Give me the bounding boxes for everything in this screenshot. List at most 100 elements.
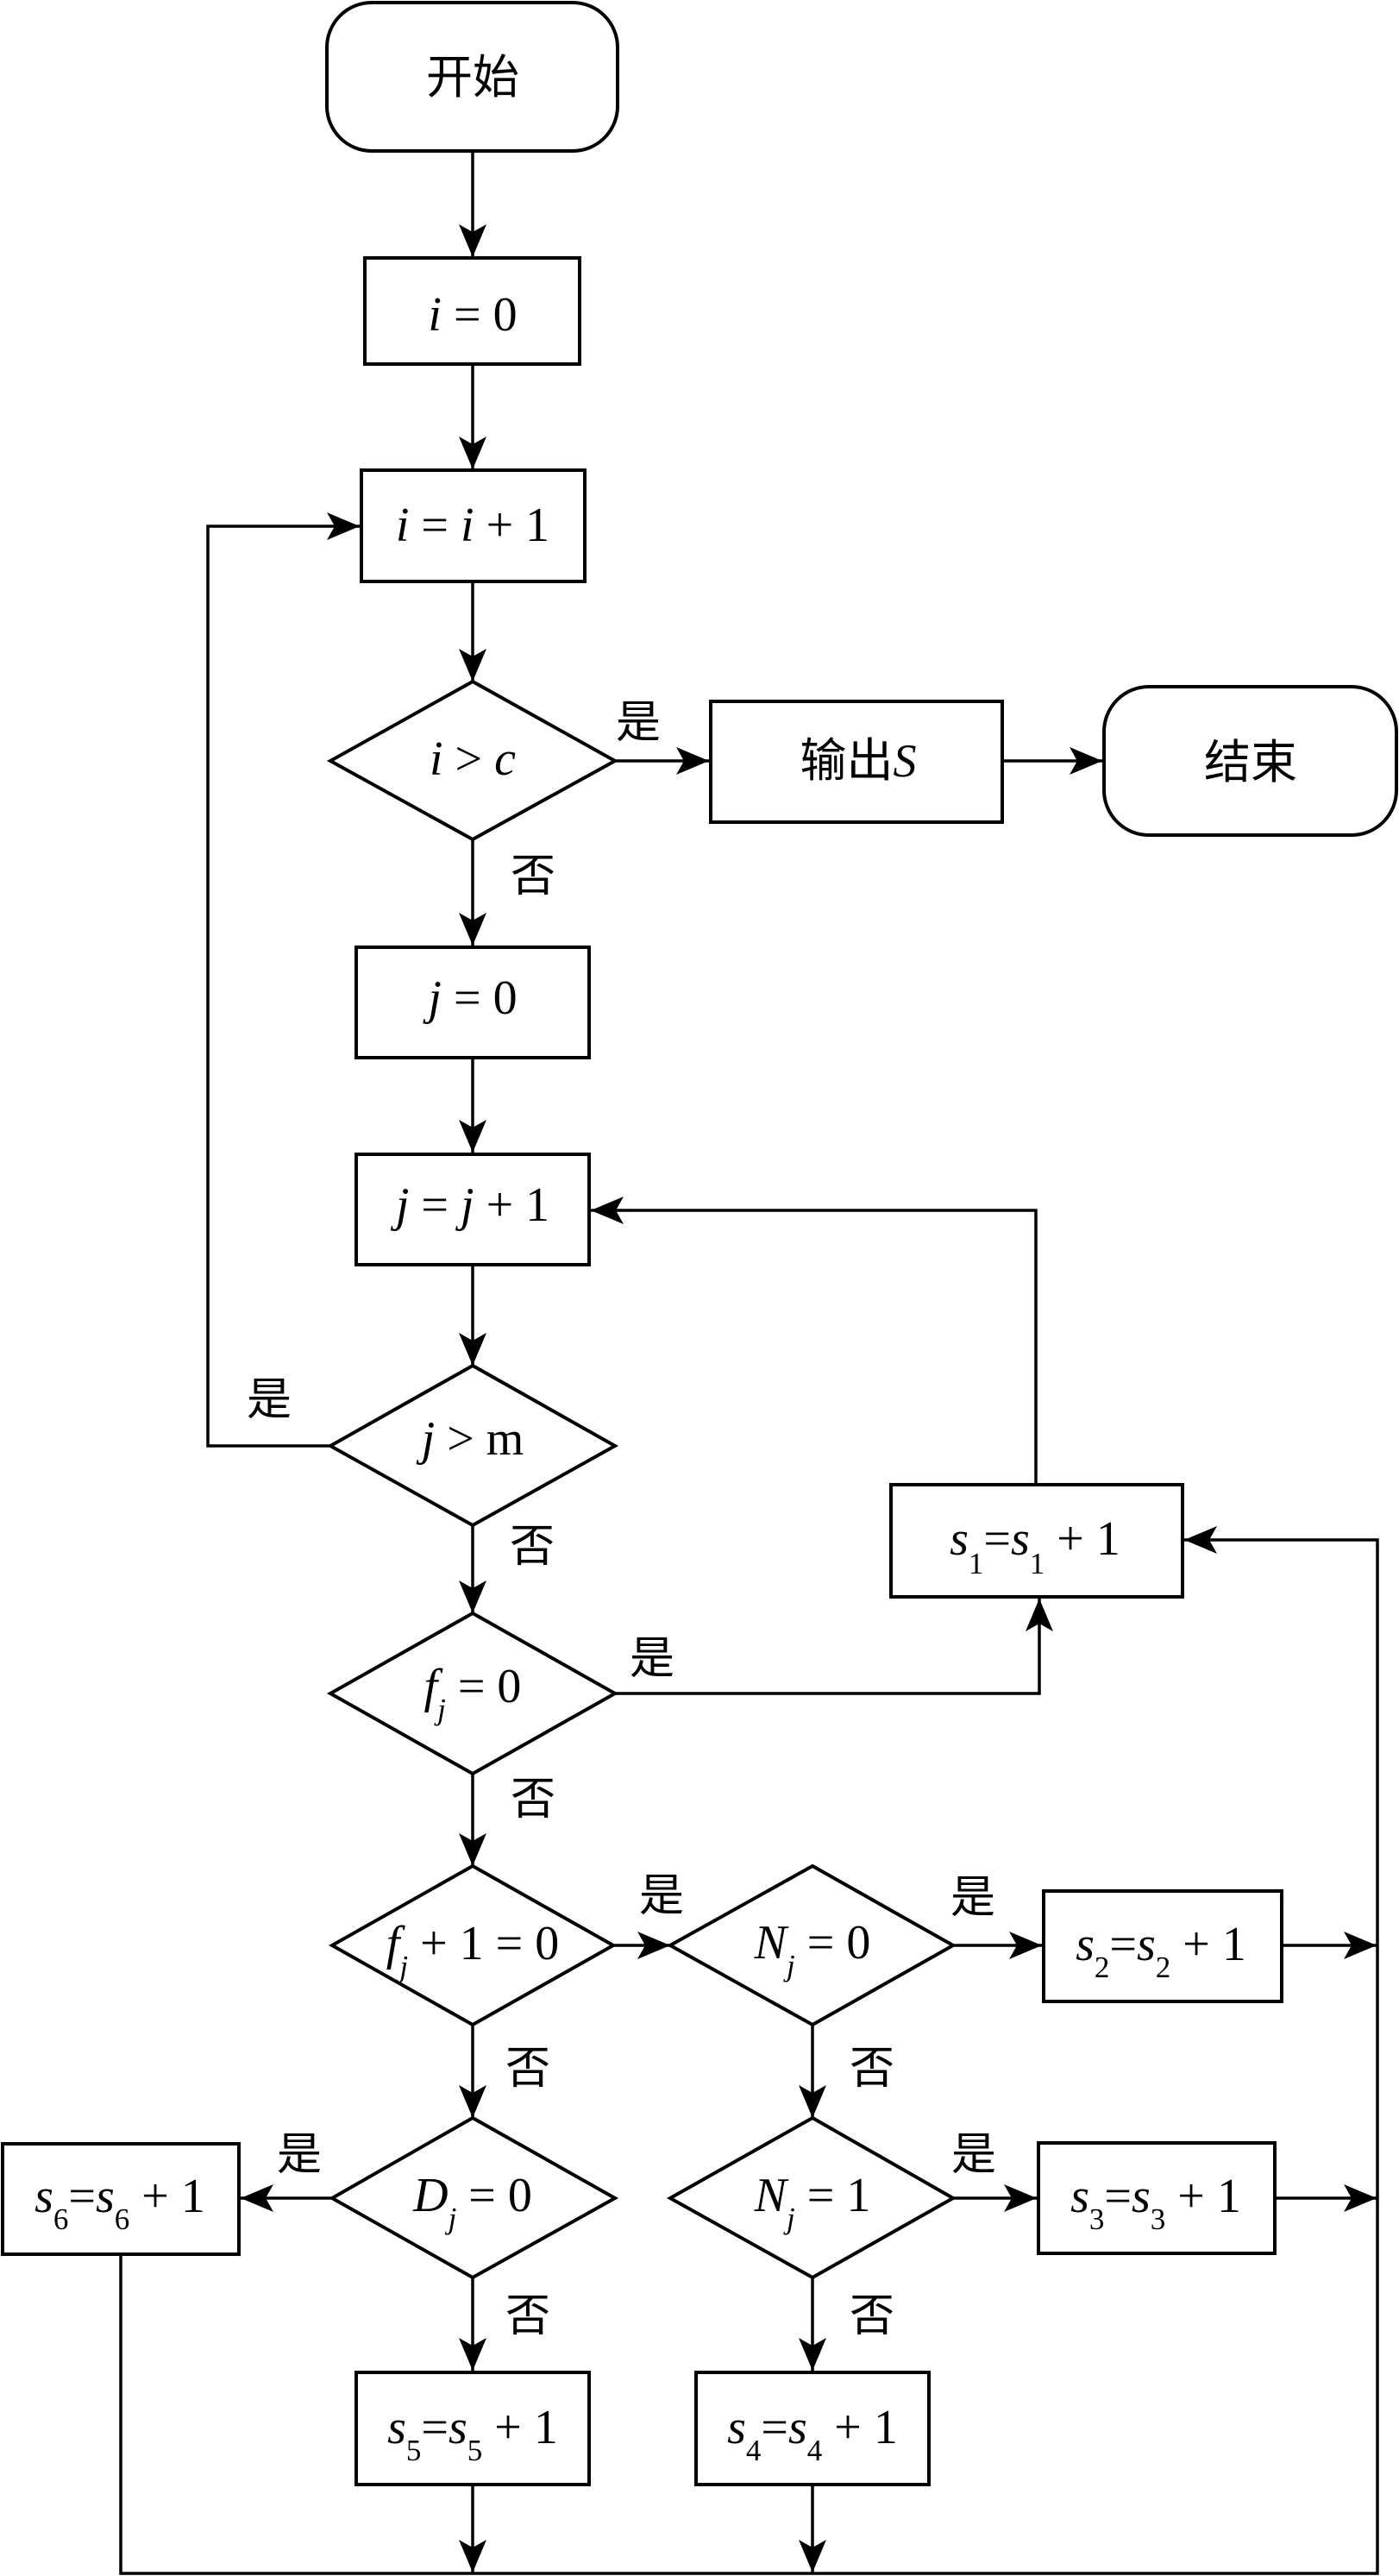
process-box bbox=[889, 1483, 1184, 1599]
label-subscript: 3 bbox=[1151, 2202, 1166, 2236]
label-subscript: j bbox=[783, 2202, 795, 2235]
edges bbox=[119, 151, 1379, 2575]
node-dec-d0: Dj = 0 bbox=[328, 2115, 619, 2280]
node-dec-n1: Nj = 1 bbox=[666, 2115, 957, 2280]
node-output: 输出S bbox=[709, 700, 1004, 824]
node-init-i: i = 0 bbox=[363, 256, 581, 366]
process-box bbox=[709, 700, 1004, 824]
node-label: s2=s2 + 1 bbox=[1076, 1918, 1246, 1984]
node-label: s5=s5 + 1 bbox=[387, 2401, 558, 2467]
label-variable: s bbox=[96, 2170, 115, 2223]
label-subscript: 2 bbox=[1156, 1951, 1171, 1984]
edge-label-yes: 是 bbox=[277, 2131, 322, 2180]
decision-diamond bbox=[666, 2115, 957, 2280]
decision-diamond bbox=[326, 1611, 619, 1776]
process-box bbox=[694, 2371, 931, 2486]
label-variable: i bbox=[396, 499, 410, 552]
node-end: 结束 bbox=[1102, 685, 1398, 837]
node-start: 开始 bbox=[325, 1, 619, 153]
label-text: + 1 bbox=[822, 2401, 898, 2454]
node-label: 开始 bbox=[426, 52, 519, 104]
label-variable: D bbox=[412, 2169, 448, 2222]
process-box bbox=[1037, 2141, 1277, 2255]
process-box bbox=[360, 468, 587, 583]
label-subscript: 1 bbox=[969, 1547, 984, 1580]
node-s3: s3=s3 + 1 bbox=[1037, 2141, 1277, 2255]
node-inc-i: i = i + 1 bbox=[360, 468, 587, 583]
label-variable: s bbox=[727, 2401, 746, 2454]
label-text: + 1 bbox=[482, 2401, 558, 2454]
label-text: = 0 bbox=[446, 1660, 522, 1713]
label-text: = bbox=[409, 499, 461, 552]
node-label: i = i + 1 bbox=[396, 499, 549, 552]
edge-label-yes: 是 bbox=[616, 699, 661, 748]
label-variable: j bbox=[455, 1178, 474, 1232]
node-label: j = 0 bbox=[423, 971, 517, 1025]
label-variable: s bbox=[788, 2401, 807, 2454]
label-text: = 1 bbox=[795, 2169, 871, 2222]
label-subscript: j bbox=[434, 1693, 446, 1726]
edge-dec-f0-yes-to-s1 bbox=[615, 1599, 1053, 1695]
node-label: j > m bbox=[417, 1412, 524, 1466]
node-dec-j: j > m bbox=[326, 1363, 619, 1528]
decision-diamond bbox=[328, 1863, 618, 2027]
label-variable: N bbox=[754, 2169, 789, 2222]
edge-label-yes: 是 bbox=[950, 1874, 995, 1923]
edge-label-no: 否 bbox=[505, 2292, 550, 2341]
label-variable: s bbox=[1076, 1918, 1095, 1971]
node-label: Nj = 0 bbox=[754, 1916, 871, 1982]
edge-label-yes: 是 bbox=[639, 1872, 684, 1921]
label-variable: i bbox=[461, 499, 474, 552]
label-variable: j bbox=[423, 971, 442, 1025]
edge-dec-j-yes-loop-to-inc-i bbox=[206, 512, 360, 1448]
node-dec-n0: Nj = 0 bbox=[666, 1863, 957, 2027]
label-variable: s bbox=[1011, 1512, 1030, 1566]
label-variable: s bbox=[35, 2170, 53, 2223]
edge-labels: 是 否 是 否 是 否 是 是 否 否 是 是 否 否 bbox=[247, 699, 996, 2341]
node-label: 结束 bbox=[1204, 737, 1297, 789]
label-text: = 0 bbox=[442, 971, 518, 1025]
label-text: + 1 bbox=[1170, 1918, 1246, 1971]
label-text: + 1 bbox=[129, 2170, 205, 2223]
label-variable: s bbox=[1137, 1918, 1156, 1971]
label-subscript: 4 bbox=[807, 2434, 823, 2467]
process-box bbox=[1, 2142, 241, 2256]
node-dec-fp1: fj + 1 = 0 bbox=[328, 1863, 618, 2027]
node-s5: s5=s5 + 1 bbox=[354, 2371, 591, 2486]
edge-s1-loop-to-inc-j bbox=[591, 1197, 1038, 1483]
label-text: + 1 bbox=[1165, 2170, 1241, 2223]
terminal-shape bbox=[1102, 685, 1398, 837]
label-subscript: 5 bbox=[467, 2434, 483, 2467]
label-text: = bbox=[1109, 1918, 1137, 1971]
terminal-shape bbox=[325, 1, 619, 153]
label-subscript: 3 bbox=[1089, 2202, 1105, 2236]
edge-label-no: 否 bbox=[510, 1523, 555, 1572]
label-text: 输出 bbox=[800, 735, 894, 787]
label-variable: j bbox=[417, 1412, 436, 1466]
label-text: = bbox=[68, 2170, 96, 2223]
edge-label-no: 否 bbox=[850, 2292, 894, 2341]
process-box bbox=[1042, 1889, 1283, 2003]
label-variable: i bbox=[430, 732, 443, 786]
label-variable: N bbox=[754, 1916, 789, 1970]
node-init-j: j = 0 bbox=[354, 946, 591, 1059]
label-subscript: 4 bbox=[746, 2434, 762, 2467]
label-text: = 0 bbox=[456, 2169, 532, 2222]
process-box bbox=[354, 946, 591, 1059]
node-label: Dj = 0 bbox=[412, 2169, 532, 2235]
decision-diamond bbox=[326, 679, 619, 842]
edge-label-no: 否 bbox=[511, 852, 555, 902]
decision-diamond bbox=[666, 1863, 957, 2027]
label-text: = bbox=[409, 1178, 461, 1232]
label-subscript: 6 bbox=[115, 2202, 130, 2236]
edge-label-no: 否 bbox=[505, 2045, 550, 2094]
node-label: i = 0 bbox=[428, 288, 517, 342]
label-variable: s bbox=[1132, 2170, 1151, 2223]
label-variable: c bbox=[494, 732, 516, 786]
label-subscript: 6 bbox=[53, 2202, 69, 2236]
process-box bbox=[363, 256, 581, 366]
label-subscript: j bbox=[396, 1950, 408, 1983]
decision-diamond bbox=[326, 1363, 619, 1528]
node-label: i > c bbox=[430, 732, 516, 786]
